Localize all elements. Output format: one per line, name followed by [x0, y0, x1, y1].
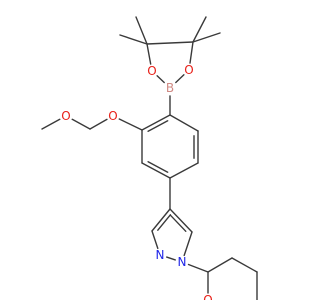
bond-single-4	[146, 41, 194, 45]
bond-single-10	[169, 114, 199, 132]
bond-single-31	[187, 263, 209, 273]
atom-o-o2: O	[184, 63, 193, 77]
bond-single-32	[207, 257, 233, 273]
bond-single-20	[89, 118, 108, 130]
atom-label-n2: N	[178, 255, 187, 269]
bond-single-7	[192, 16, 207, 43]
bond-double-inner-18	[147, 120, 169, 133]
bond-single-3	[189, 41, 194, 64]
bond-single-5	[119, 34, 148, 45]
atom-o-o3: O	[108, 109, 117, 123]
atom-n-n2: N	[178, 255, 187, 269]
bond-single-0	[156, 75, 165, 84]
bond-single-21	[71, 118, 91, 130]
bond-single-27	[165, 256, 177, 261]
bond-single-29	[169, 208, 193, 233]
bond-single-24	[151, 208, 171, 232]
bond-single-33	[231, 257, 258, 273]
bond-double-inner-15	[147, 160, 169, 173]
bond-double-inner-30	[169, 214, 187, 233]
bond-single-17	[141, 114, 171, 131]
bond-single-8	[192, 32, 221, 43]
bond-lines	[41, 16, 258, 300]
bond-single-28	[183, 231, 193, 257]
atom-label-o4: O	[61, 109, 70, 123]
atom-b-b1: B	[166, 81, 174, 95]
bond-single-13	[169, 162, 199, 179]
atom-label-b1: B	[166, 81, 174, 95]
atom-n-n1: N	[156, 248, 165, 262]
bond-single-26	[151, 230, 159, 250]
atom-o-o1: O	[147, 64, 156, 78]
atom-label-o1: O	[147, 64, 156, 78]
bond-single-19	[118, 118, 143, 131]
bond-single-2	[146, 43, 152, 65]
atom-label-o3: O	[108, 109, 117, 123]
atom-label-n1: N	[156, 248, 165, 262]
atom-label-o5: O	[203, 293, 212, 300]
bond-double-inner-25	[157, 214, 172, 231]
bond-single-14	[141, 162, 171, 179]
atom-o-o4: O	[61, 109, 70, 123]
atom-o-o5: O	[203, 293, 212, 300]
bond-single-1	[175, 74, 185, 84]
bond-single-6	[135, 16, 148, 45]
bond-single-22	[41, 118, 61, 130]
atom-label-o2: O	[184, 63, 193, 77]
